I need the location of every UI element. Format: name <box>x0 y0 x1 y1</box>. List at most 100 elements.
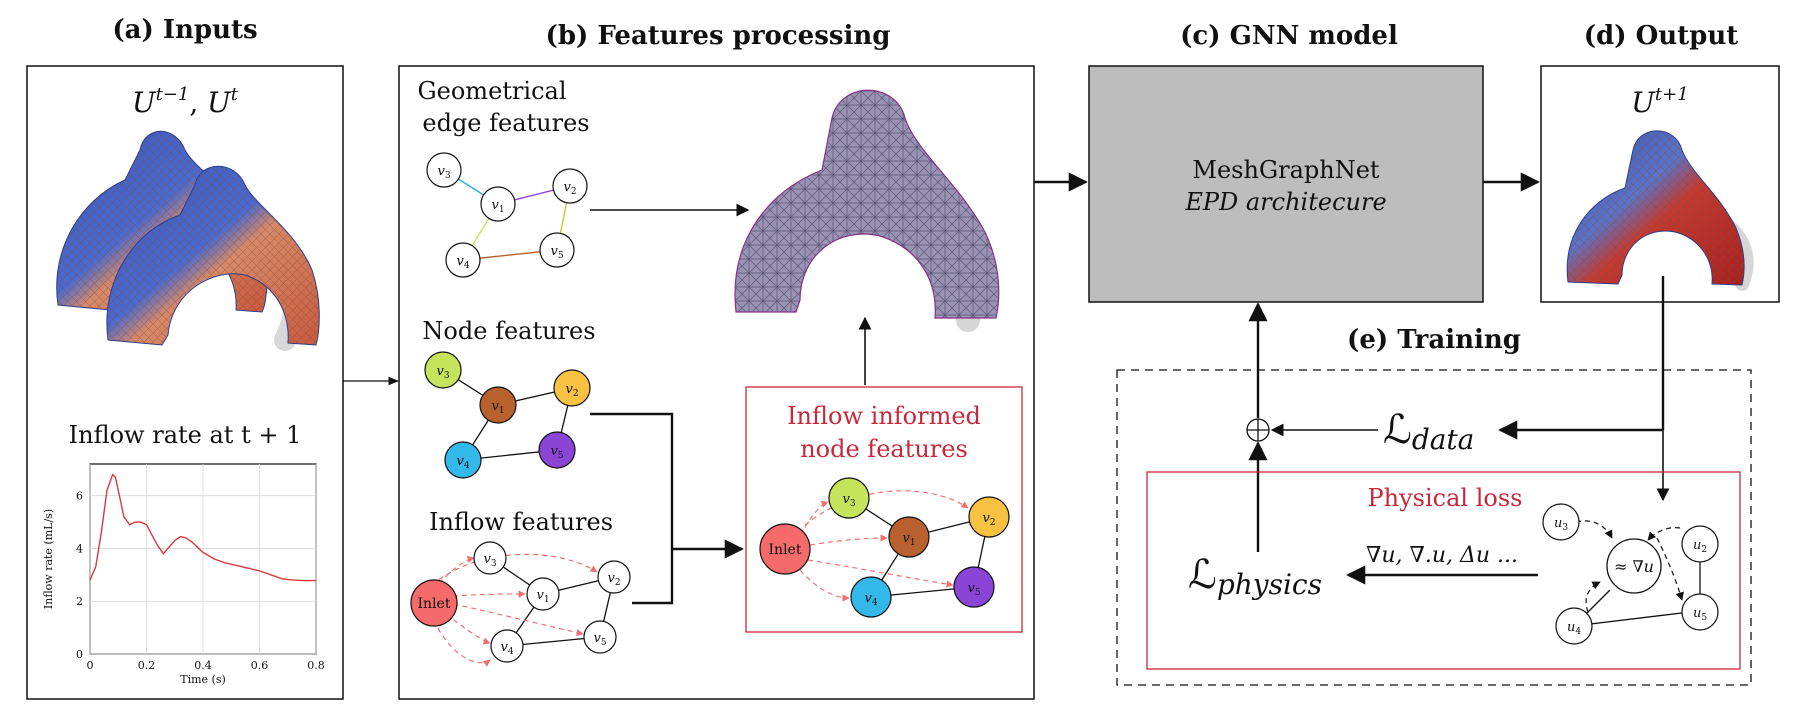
informed-features-box <box>745 386 1023 633</box>
physics-node-u4: u4 <box>1555 607 1593 645</box>
chart-ytick-label: 6 <box>76 490 83 503</box>
geom-node-v4: v4 <box>445 242 481 278</box>
svg-text:u3: u3 <box>1554 516 1568 533</box>
panel-d-title: (d) Output <box>1584 21 1739 51</box>
geom-node-v2: v2 <box>552 168 588 204</box>
svg-text:v5: v5 <box>550 244 563 261</box>
physical-loss-box <box>1146 471 1741 670</box>
panel-b-box <box>398 65 1035 700</box>
gnn-model-subtitle: EPD architecure <box>1184 188 1386 216</box>
geom-edge-graph: v3 v1 v2 v4 v5 <box>426 152 588 278</box>
inflow-node-v2: v2 <box>597 560 631 594</box>
loss-data-label: ℒdata <box>1383 407 1474 456</box>
inflow-feature-graph: Inlet v3 v1 v2 v4 v5 <box>410 541 631 667</box>
gnn-model-box <box>1088 65 1484 303</box>
svg-text:≈ ∇u: ≈ ∇u <box>1614 557 1654 576</box>
chart-ytick-label: 0 <box>76 648 83 661</box>
inflow-node-v4: v4 <box>490 629 524 663</box>
chart-ylabel: Inflow rate (mL/s) <box>42 509 55 609</box>
svg-text:v4: v4 <box>864 591 877 608</box>
node-v1: v1 <box>479 386 517 424</box>
training-box <box>1116 369 1752 686</box>
input-vessel-front <box>106 165 320 351</box>
chart-series-line <box>89 473 316 582</box>
svg-text:v4: v4 <box>456 454 469 471</box>
chart-ytick-label: 4 <box>76 542 83 555</box>
input-state-label: Ut−1, Ut <box>132 84 239 119</box>
svg-text:Inlet: Inlet <box>769 542 802 558</box>
svg-text:Inlet: Inlet <box>418 596 451 612</box>
geom-edge-label-2: edge features <box>422 109 589 137</box>
informed-node-v2: v2 <box>968 496 1010 538</box>
informed-label-2: node features <box>800 435 968 463</box>
svg-text:v2: v2 <box>563 180 576 197</box>
physics-node-u3: u3 <box>1542 503 1580 541</box>
svg-text:v5: v5 <box>593 631 606 648</box>
informed-label-1: Inflow informed <box>787 402 981 430</box>
chart-xtick-label: 0.8 <box>307 659 325 672</box>
physical-loss-label: Physical loss <box>1368 484 1523 512</box>
svg-text:v1: v1 <box>902 531 915 548</box>
panel-b-title: (b) Features processing <box>546 21 891 51</box>
svg-text:v5: v5 <box>967 581 980 598</box>
chart-xtick-label: 0 <box>87 659 94 672</box>
physics-center-node: ≈ ∇u <box>1606 538 1662 594</box>
node-v2: v2 <box>553 369 591 407</box>
panel-c-title: (c) GNN model <box>1180 21 1398 51</box>
chart-xtick-label: 0.2 <box>138 659 156 672</box>
panel-a-title: (a) Inputs <box>112 15 257 45</box>
svg-text:v2: v2 <box>982 511 995 528</box>
output-vessel <box>1566 130 1754 291</box>
svg-text:v1: v1 <box>491 399 504 416</box>
svg-text:v2: v2 <box>565 382 578 399</box>
svg-text:v3: v3 <box>483 552 496 569</box>
geom-node-v5: v5 <box>539 232 575 268</box>
chart-ytick-label: 2 <box>76 595 83 608</box>
inflow-node-v5: v5 <box>583 620 617 654</box>
svg-text:v4: v4 <box>456 254 469 271</box>
operators-label: ∇u, ∇.u, Δu ... <box>1366 543 1518 568</box>
informed-node-v1: v1 <box>888 516 930 558</box>
chart-xlabel: Time (s) <box>180 673 226 686</box>
svg-text:v4: v4 <box>500 640 513 657</box>
svg-text:u2: u2 <box>1693 538 1707 555</box>
node-v3: v3 <box>424 351 462 389</box>
node-features-label: Node features <box>422 317 595 345</box>
mesh-vessel <box>734 89 1000 332</box>
svg-text:v3: v3 <box>437 164 450 181</box>
geom-edge-label-1: Geometrical <box>417 77 566 105</box>
informed-node-v5: v5 <box>953 566 995 608</box>
physics-node-u5: u5 <box>1681 593 1719 631</box>
merge-bracket <box>590 412 674 605</box>
panel-d-box <box>1540 65 1780 303</box>
geom-node-v1: v1 <box>480 186 516 222</box>
node-v4: v4 <box>444 441 482 479</box>
inflow-features-label: Inflow features <box>429 508 613 536</box>
svg-text:u4: u4 <box>1567 620 1581 637</box>
physics-graph: ≈ ∇u u3 u2 u4 u5 <box>1542 503 1719 645</box>
inflow-inlet-node: Inlet <box>410 579 458 627</box>
informed-graph: Inlet v3 v1 v2 v4 v5 <box>759 477 1010 618</box>
informed-node-v3: v3 <box>828 477 870 519</box>
svg-text:v3: v3 <box>436 364 449 381</box>
sum-node <box>1246 418 1270 442</box>
panel-e-title: (e) Training <box>1347 325 1521 355</box>
node-feature-graph: v3 v1 v2 v4 v5 <box>424 351 591 479</box>
inflow-chart-title: Inflow rate at t + 1 <box>69 421 302 449</box>
informed-node-v4: v4 <box>850 576 892 618</box>
physics-node-u2: u2 <box>1681 525 1719 563</box>
chart-xtick-label: 0.6 <box>251 659 269 672</box>
node-v5: v5 <box>538 431 576 469</box>
loss-physics-label: ℒphysics <box>1188 552 1322 601</box>
informed-inlet-node: Inlet <box>759 523 811 575</box>
output-state-label: Ut+1 <box>1631 84 1688 119</box>
svg-text:v1: v1 <box>491 198 504 215</box>
inflow-node-v3: v3 <box>473 541 507 575</box>
inflow-node-v1: v1 <box>526 577 560 611</box>
svg-text:v5: v5 <box>550 444 563 461</box>
svg-text:v3: v3 <box>842 492 855 509</box>
panel-a-box <box>26 65 344 700</box>
